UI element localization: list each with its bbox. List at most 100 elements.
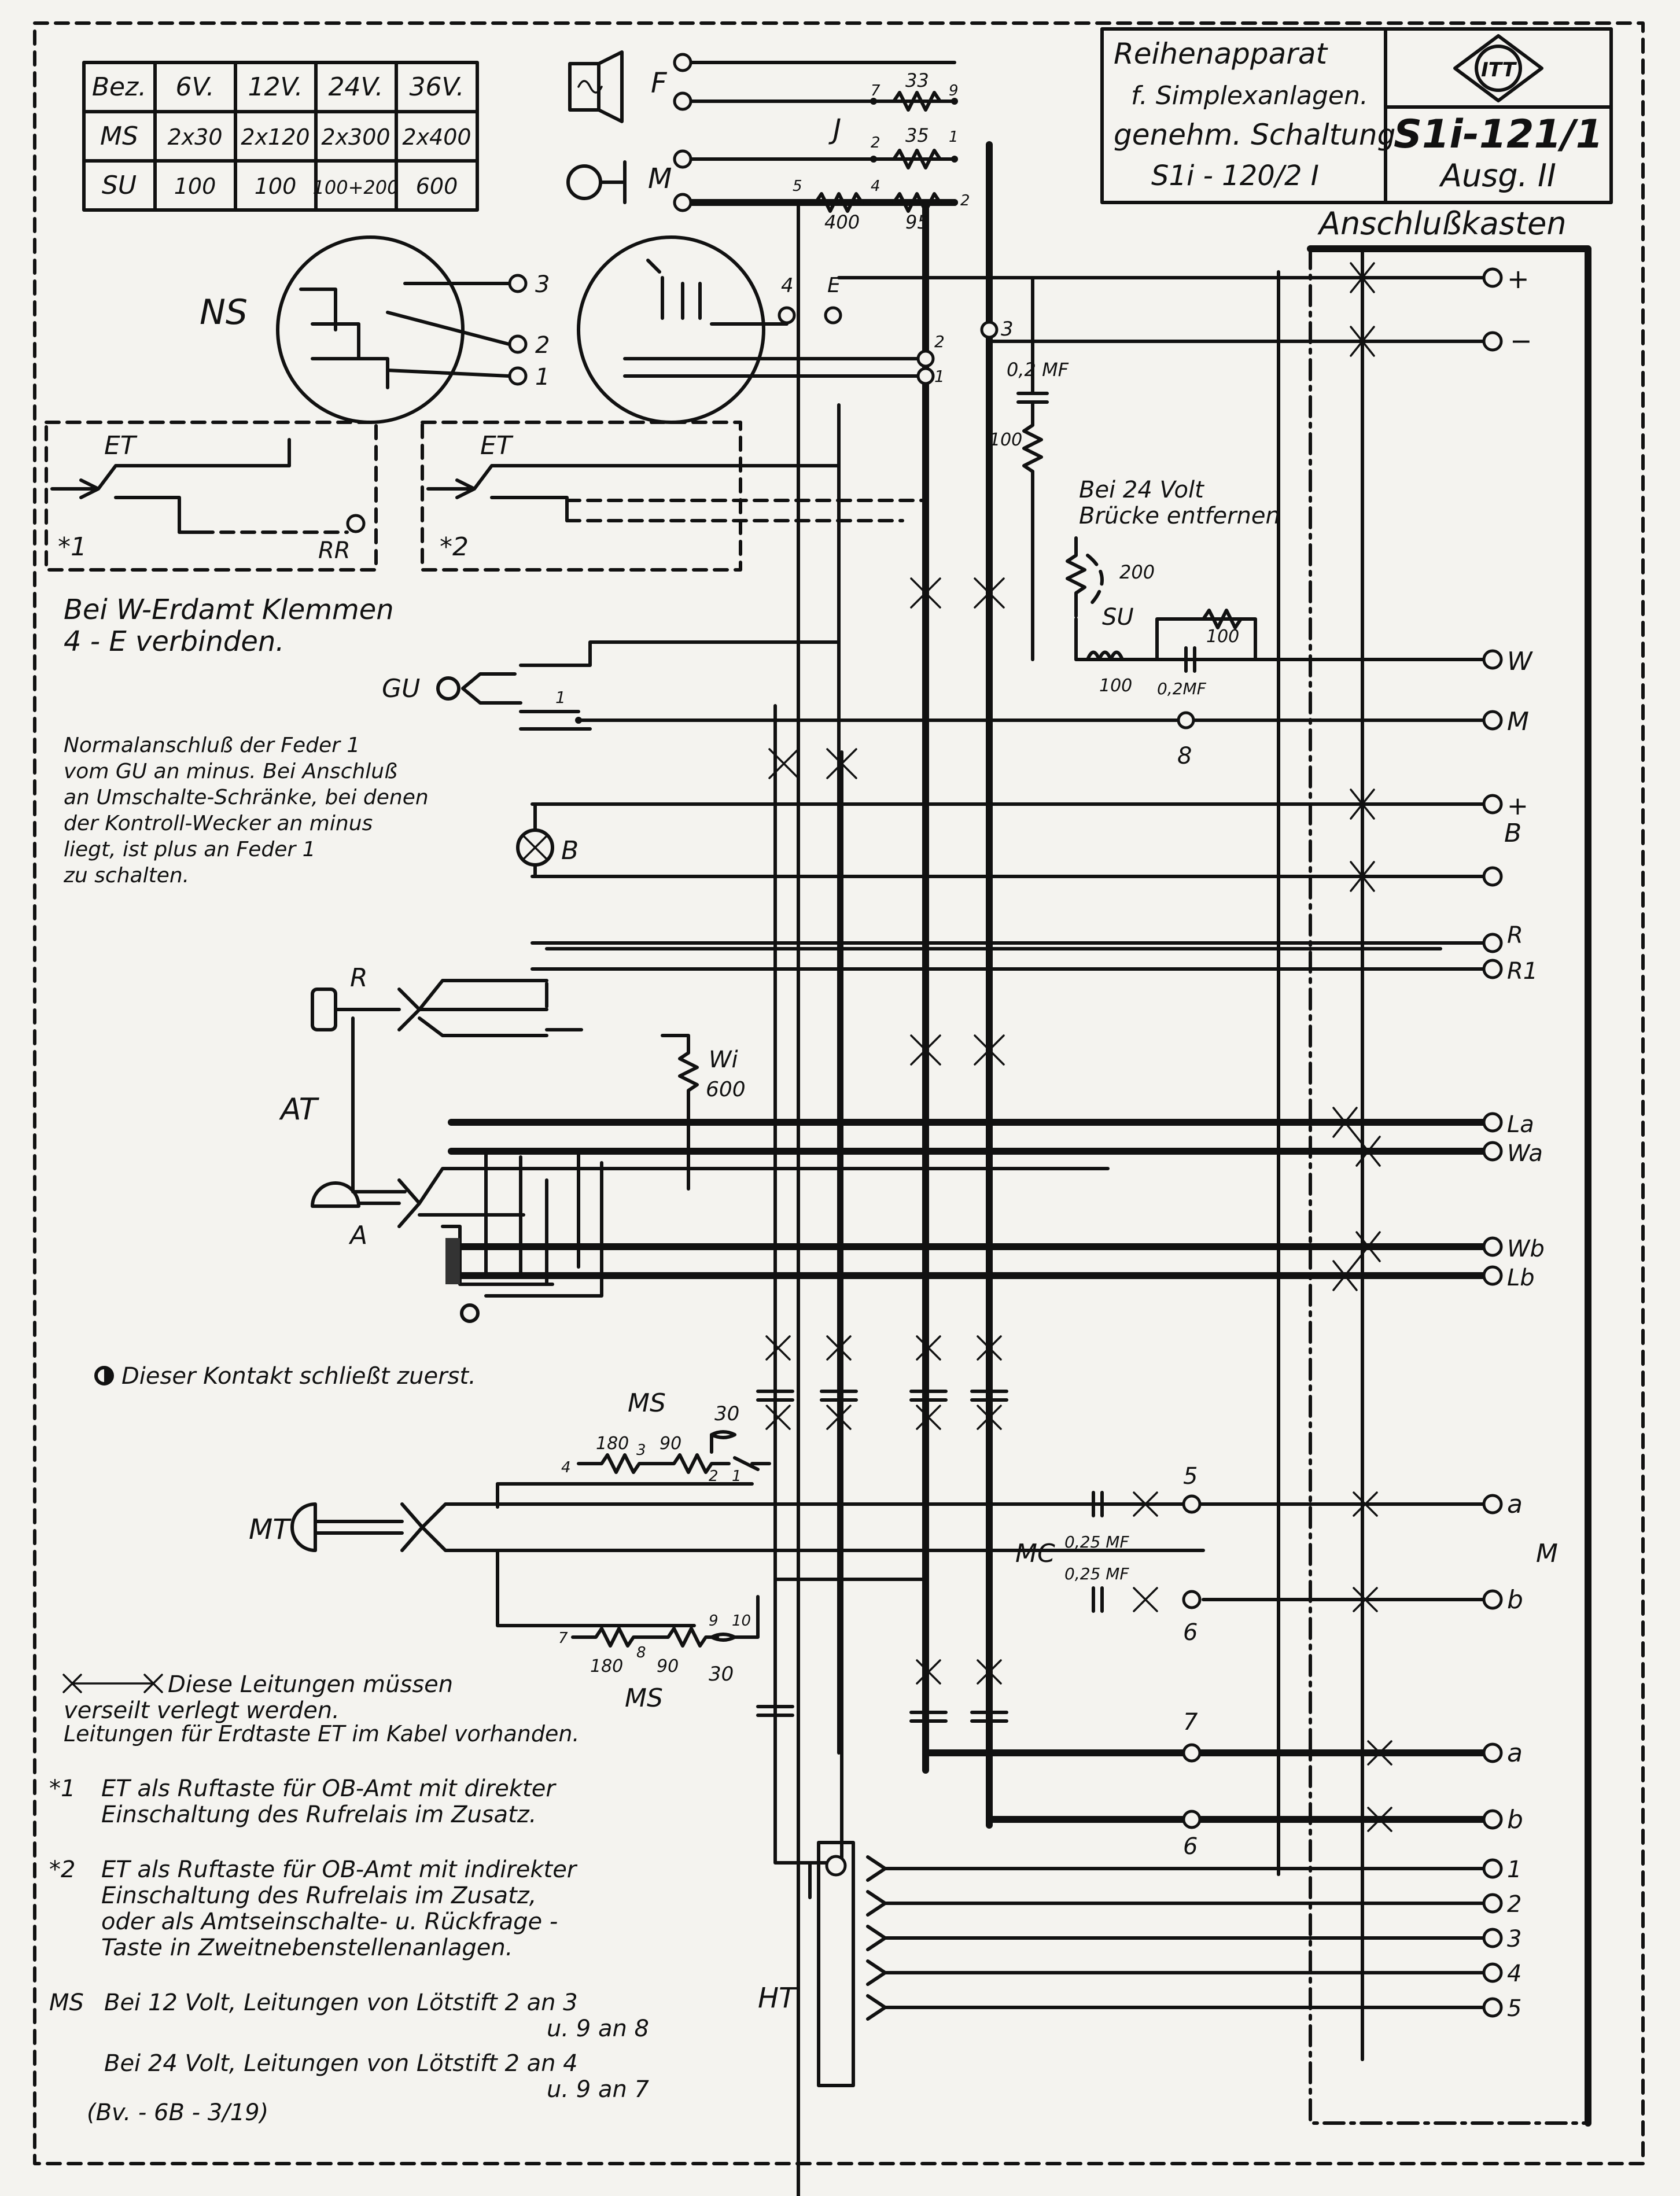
pin-label: 6 [1183,1619,1198,1646]
label-B: B [561,836,579,865]
junction-box-label: Anschlußkasten [1317,205,1567,242]
logo-icon: ITT [1453,34,1543,102]
terminal-label: R [1507,922,1523,949]
label-M: M [648,163,672,195]
terminal-label: 2 [1507,1891,1521,1918]
pin-label: 5 [793,178,802,195]
pin-label: 3 [535,271,550,298]
table-cell: 600 [416,174,458,199]
pin-label: 7 [1183,1709,1198,1736]
pin-label: 1 [555,688,566,707]
et1-line-2: Einschaltung des Rufrelais im Zusatz. [101,1801,536,1828]
title-block: Reihenapparat f. Simplexanlagen. genehm.… [1100,27,1613,204]
terminal-label: + [1507,263,1530,294]
title-line-4: S1i - 120/2 I [1151,160,1319,192]
label-MT: MT [249,1513,292,1546]
marker-1: *1 [58,532,87,562]
gu-note-line: an Umschalte-Schränke, bei denen [64,786,429,809]
earth-note-line-1: Bei W-Erdamt Klemmen [64,594,394,626]
voltage-table: Bez. 6V. 12V. 24V. 36V. MS 2x30 2x120 2x… [82,61,479,212]
ht-switch [773,1838,887,2087]
resistor-value: 200 [1119,561,1155,583]
terminal-label: a [1507,1490,1523,1519]
pin-label: 3 [636,1442,646,1459]
terminal-labels: + − W M + B R R1 La Wa Wb Lb a b M a b 1… [1504,263,1558,2022]
logo-text: ITT [1481,58,1517,82]
cap-label: 0,25 MF [1064,1532,1129,1552]
et2-line-3: oder als Amtseinschalte- u. Rückfrage - [101,1908,558,1935]
drawing-number: S1i-121/1 [1394,112,1603,157]
cap-label: 0,25 MF [1064,1564,1129,1583]
bottom-notes: Diese Leitungen müssen verseilt verlegt … [49,1671,650,2126]
gu-switch [436,640,1195,731]
label-HT: HT [758,1982,798,2014]
terminal-label: Wa [1507,1140,1543,1167]
terminal [673,193,692,212]
label-F: F [651,67,668,100]
gu-note: Normalanschluß der Feder 1 vom GU an min… [63,734,429,887]
junction-box: Anschlußkasten [1307,205,1591,2127]
pin-label: 4 [561,1459,571,1476]
pin-label: 3 [1001,318,1014,341]
terminal [673,149,692,169]
terminal-label: 3 [1507,1926,1521,1952]
wiring-main [448,61,1487,2196]
pin-label: 9 [709,1612,719,1630]
pin-label: 1 [949,128,959,146]
table-cell-ms: MS [100,121,138,151]
contact-note: Dieser Kontakt schließt zuerst. [94,1363,476,1390]
resistor-value: 180 [590,1656,623,1677]
label-RR: RR [318,537,351,564]
resistor-value: 30 [714,1402,739,1425]
resistor-value: 90 [660,1434,681,1454]
terminal-label: W [1507,647,1533,676]
solder-point [951,156,958,163]
resistor-value: 33 [905,69,929,91]
resistor-value: 90 [657,1656,679,1677]
pin-label: 7 [558,1630,568,1647]
terminal-label: 4 [1507,1961,1521,1987]
ns-dial-switch [276,235,528,424]
terminal [673,53,692,72]
earth-note-line-2: 4 - E verbinden. [64,625,285,658]
terminal-strip [1482,267,1503,2018]
hook-switch [577,235,999,424]
terminal-label: Wb [1507,1236,1545,1262]
label-GU: GU [382,674,420,703]
solder-point [951,199,958,206]
terminal-label: b [1507,1585,1523,1615]
su-note-line-1: Bei 24 Volt [1079,477,1204,503]
twist-markers [62,262,1392,1832]
keys-AT [311,947,1474,1323]
resistor-value: 35 [905,124,929,146]
bus-capacitors [756,1390,1202,1829]
label-Wi-value: 600 [706,1078,746,1101]
et-box-1 [45,421,378,572]
resistor-value: 95 [905,211,929,233]
table-cell: 2x300 [321,124,390,150]
resistor-value: 100 [989,430,1022,450]
table-header-36v: 36V. [409,72,464,102]
gu-note-line: zu schalten. [63,864,189,887]
label-A: A [348,1221,367,1250]
mt-key [290,1482,1205,1627]
gu-note-line: vom GU an minus. Bei Anschluß [64,760,397,783]
solder-point [951,98,958,105]
pin-label: 1 [934,367,945,386]
pin-label: 1 [535,364,550,390]
ms24-line-2: u. 9 an 7 [547,2076,650,2103]
speaker-icon-F [568,50,624,123]
pin-label: 2 [535,332,550,359]
terminal-label: + [1507,791,1528,821]
su-relay [1066,536,1257,673]
label-AT: AT [279,1092,320,1127]
pin-label: 9 [949,82,959,100]
twisted-note-line-2: verseilt verlegt werden. [64,1697,340,1724]
resistor-value: 30 [709,1663,734,1686]
terminal-group-B: B [1504,819,1521,848]
solder-point [870,199,877,206]
title-line-1: Reihenapparat [1114,37,1328,71]
et1-line-1: ET als Ruftaste für OB-Amt mit direkter [101,1775,557,1802]
ms24-line-1: Bei 24 Volt, Leitungen von Lötstift 2 an… [104,2050,578,2077]
